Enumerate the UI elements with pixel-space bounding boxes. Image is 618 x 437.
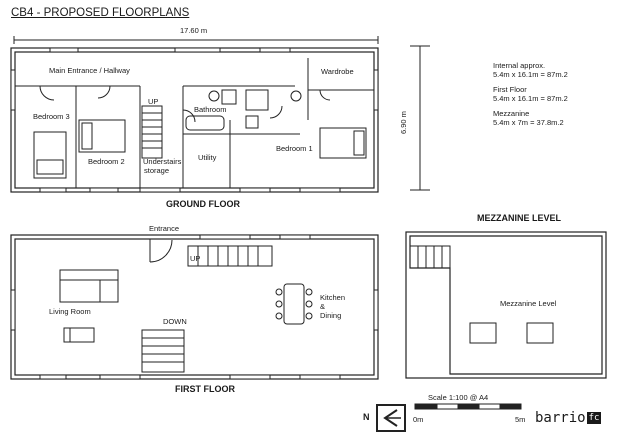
mezzanine-skylights <box>469 322 554 344</box>
stair-label-up-ground: UP <box>148 97 159 106</box>
first-floor-stairs-down <box>141 329 185 373</box>
first-floor-stairs-up <box>187 245 273 267</box>
room-label-mezzanine: Mezzanine Level <box>500 299 557 308</box>
note-internal-value: 5.4m x 16.1m = 87m.2 <box>493 70 568 79</box>
first-floor-heading: FIRST FLOOR <box>175 384 235 394</box>
height-dimension-label: 6.90 m <box>399 111 408 134</box>
room-label-ampersand: & <box>320 302 326 311</box>
room-label-bedroom1: Bedroom 1 <box>276 144 313 153</box>
height-dimension-line <box>410 45 430 191</box>
width-dimension-line <box>13 36 379 44</box>
room-label-dining: Dining <box>320 311 342 320</box>
north-label: N <box>363 412 370 422</box>
note-first-label: First Floor <box>493 85 527 94</box>
room-label-bathroom: Bathroom <box>194 105 227 114</box>
ground-floor-interior-walls <box>15 58 374 188</box>
scale-end-label: 5m <box>515 415 526 424</box>
first-floor-entrance-door <box>149 239 173 263</box>
ground-floor-stairs <box>141 105 163 159</box>
ground-floor-heading: GROUND FLOOR <box>166 199 240 209</box>
room-label-main-entrance: Main Entrance / Hallway <box>49 66 130 75</box>
room-label-wardrobe: Wardrobe <box>321 67 354 76</box>
mezzanine-stairs <box>409 245 451 269</box>
living-room-sofas <box>59 269 119 343</box>
ground-floor-windows <box>10 47 379 193</box>
first-floor-windows <box>10 234 379 380</box>
room-label-living-room: Living Room <box>49 307 91 316</box>
width-dimension-label: 17.60 m <box>180 26 208 35</box>
area-notes: Internal approx. 5.4m x 16.1m = 87m.2 Fi… <box>493 61 568 133</box>
note-mezz-label: Mezzanine <box>493 109 530 118</box>
room-label-entrance: Entrance <box>149 224 180 233</box>
room-label-bedroom3: Bedroom 3 <box>33 112 70 121</box>
note-internal-label: Internal approx. <box>493 61 546 70</box>
room-label-kitchen: Kitchen <box>320 293 346 302</box>
room-label-understairs: Understairs <box>143 157 182 166</box>
mezzanine-heading: MEZZANINE LEVEL <box>477 213 562 223</box>
dining-table <box>275 283 313 325</box>
note-mezz-value: 5.4m x 7m = 37.8m.2 <box>493 118 564 127</box>
logo-text: barrio <box>535 410 586 426</box>
ground-floor-doors <box>39 85 331 123</box>
bedroom-furniture <box>33 119 367 179</box>
scale-start-label: 0m <box>413 415 424 424</box>
stair-label-up-first: UP <box>190 254 201 263</box>
stair-label-down: DOWN <box>163 317 187 326</box>
logo-box: fc <box>586 412 602 424</box>
scale-bar <box>414 403 522 410</box>
note-first-value: 5.4m x 16.1m = 87m.2 <box>493 94 568 103</box>
scale-label: Scale 1:100 @ A4 <box>428 393 489 402</box>
room-label-utility: Utility <box>198 153 217 162</box>
room-label-storage: storage <box>144 166 170 175</box>
north-arrow-icon <box>376 404 406 432</box>
page-title: CB4 - PROPOSED FLOORPLANS <box>11 7 190 19</box>
bathroom-fixtures <box>185 89 302 131</box>
room-label-bedroom2: Bedroom 2 <box>88 157 125 166</box>
